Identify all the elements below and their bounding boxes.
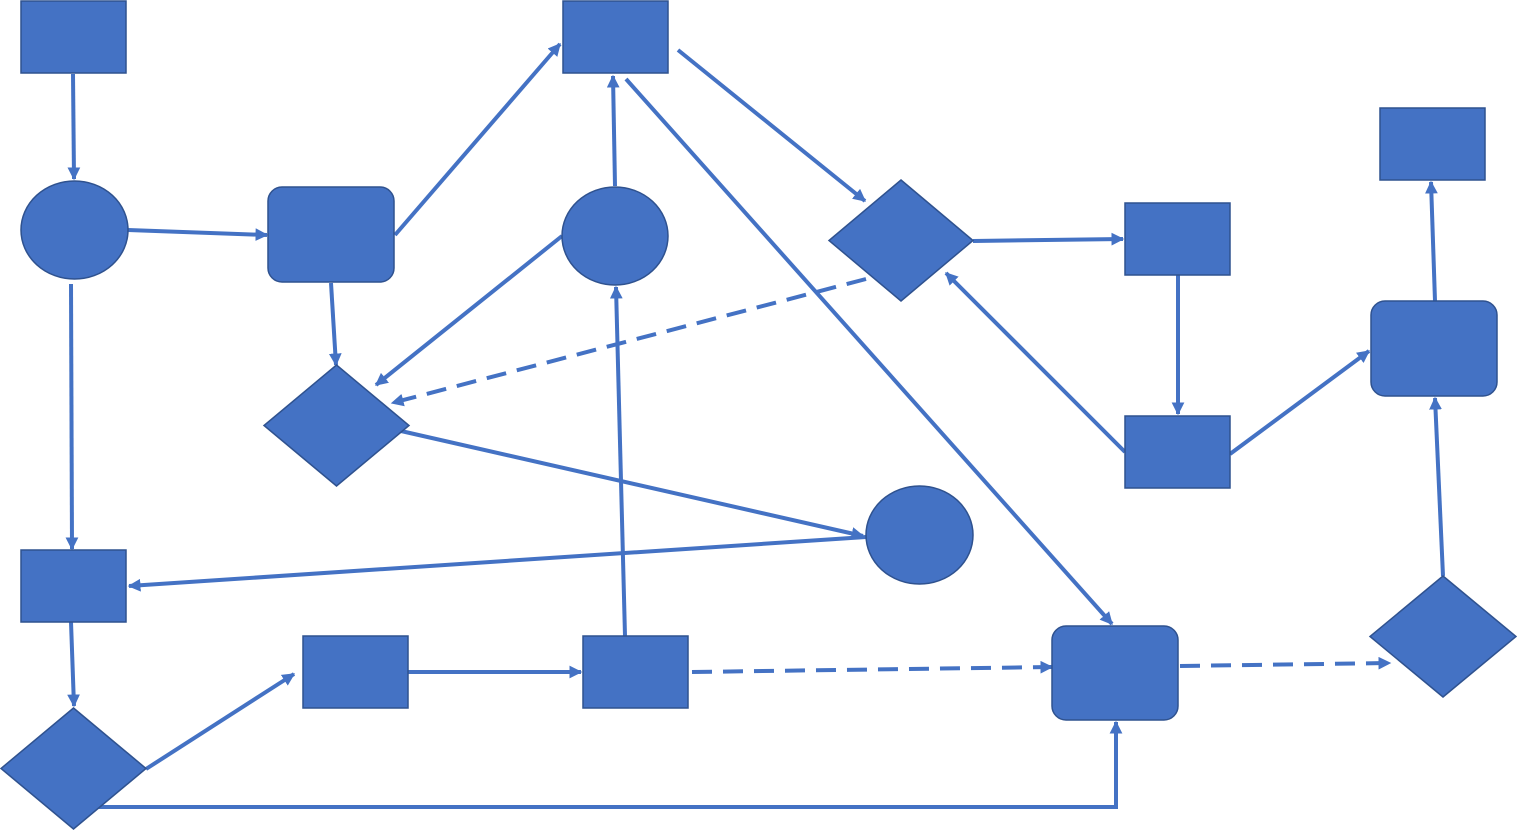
edge-circle-left-to-rounded-rect-upper-left bbox=[127, 228, 269, 241]
edge-circle-left-to-rect-lower-left bbox=[65, 283, 79, 551]
node-rect-lower-left bbox=[20, 549, 127, 623]
node-rounded-rect-right bbox=[1370, 300, 1498, 397]
node-rect-bottom-left bbox=[302, 635, 409, 709]
edge-circle-upper-center-to-diamond-middle-left bbox=[374, 234, 564, 387]
edge-rounded-rect-upper-left-to-diamond-middle-left bbox=[328, 282, 342, 367]
edge-rect-top-center-to-diamond-upper-center-right bbox=[676, 48, 867, 203]
edge-rect-top-center-to-rounded-rect-bottom-right bbox=[624, 77, 1114, 626]
edge-rounded-rect-right-to-rect-top-right bbox=[1424, 180, 1438, 302]
edge-circle-upper-center-to-rect-top-center bbox=[606, 74, 620, 187]
node-rounded-rect-bottom-right bbox=[1051, 625, 1179, 721]
edge-rect-middle-right-to-diamond-upper-center-right bbox=[944, 271, 1127, 454]
node-circle-middle-right bbox=[865, 485, 974, 585]
node-diamond-middle-left bbox=[262, 364, 411, 487]
node-diamond-bottom-left bbox=[0, 707, 148, 830]
edges-layer bbox=[65, 42, 1445, 809]
edge-rounded-rect-upper-left-to-rect-top-center bbox=[393, 42, 562, 237]
edge-diamond-bottom-left-to-rect-bottom-left bbox=[144, 672, 296, 771]
edge-diamond-upper-center-right-to-rect-upper-right bbox=[972, 232, 1125, 246]
node-rect-top-right bbox=[1379, 107, 1486, 181]
edge-diamond-middle-left-to-circle-middle-right bbox=[400, 429, 865, 540]
edge-circle-middle-right-to-rect-lower-left bbox=[127, 535, 867, 592]
node-rounded-rect-upper-left bbox=[267, 186, 395, 283]
node-circle-left bbox=[20, 180, 129, 280]
node-rect-upper-right bbox=[1124, 202, 1231, 276]
edge-diamond-bottom-left-to-rounded-rect-bottom-right bbox=[92, 720, 1123, 809]
node-rect-bottom-center bbox=[582, 635, 689, 709]
edge-rect-bottom-center-to-rounded-rect-bottom-right bbox=[691, 660, 1054, 674]
node-diamond-bottom-right bbox=[1368, 575, 1517, 698]
node-rect-top-center bbox=[562, 0, 669, 74]
edge-rect-middle-right-to-rounded-rect-right bbox=[1228, 349, 1371, 456]
edge-rounded-rect-bottom-right-to-diamond-bottom-right bbox=[1179, 656, 1392, 670]
edge-rect-top-left-to-circle-left bbox=[67, 73, 81, 181]
edge-rect-lower-left-to-diamond-bottom-left bbox=[67, 621, 80, 708]
edge-diamond-upper-center-right-to-diamond-middle-left bbox=[390, 277, 867, 407]
node-rect-middle-right bbox=[1124, 415, 1231, 489]
node-rect-top-left bbox=[20, 0, 127, 74]
node-diamond-upper-center-right bbox=[827, 179, 975, 302]
edge-rect-bottom-center-to-circle-upper-center bbox=[609, 285, 627, 637]
edge-diamond-bottom-right-to-rounded-rect-right bbox=[1429, 396, 1445, 577]
node-circle-upper-center bbox=[561, 186, 669, 286]
